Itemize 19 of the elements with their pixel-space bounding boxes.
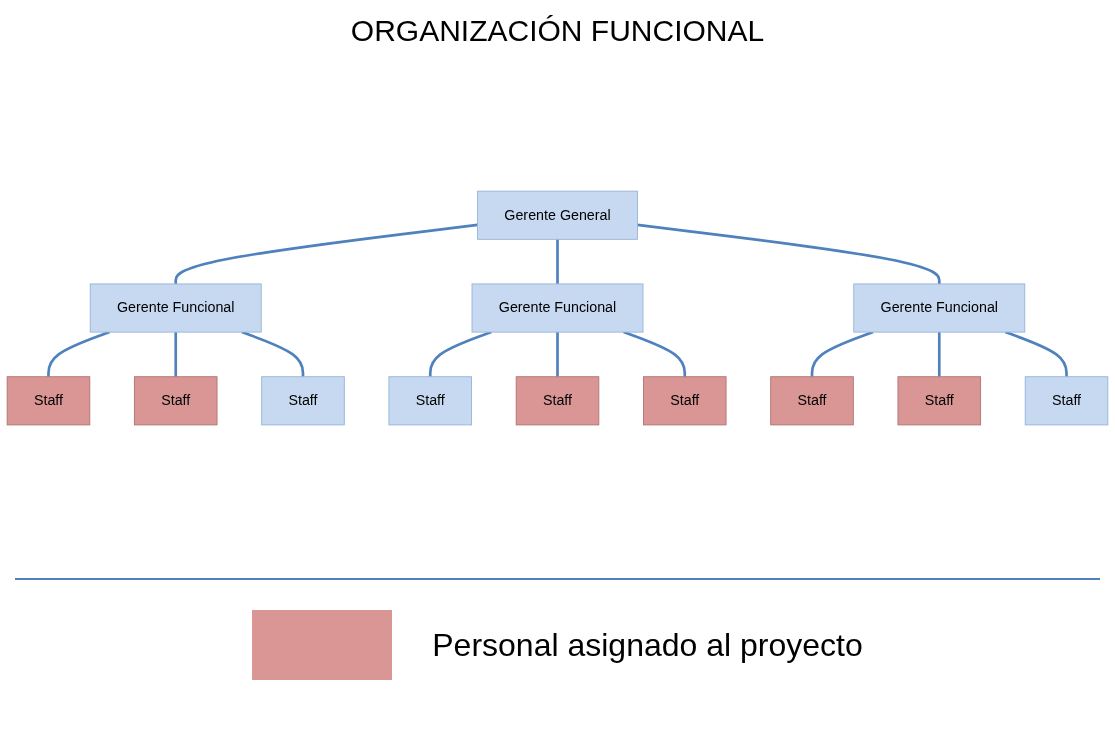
- node-box: Staff: [515, 376, 600, 426]
- connector: [556, 239, 559, 284]
- node-box: Staff: [388, 376, 472, 426]
- node-box: Staff: [261, 376, 345, 426]
- diagram-title: ORGANIZACIÓN FUNCIONAL: [349, 14, 766, 48]
- legend-label: Personal asignado al proyecto: [432, 626, 863, 664]
- connector: [556, 332, 559, 377]
- node-box: Staff: [897, 376, 982, 426]
- node-box: Staff: [770, 376, 854, 426]
- node-box: Gerente General: [477, 190, 638, 240]
- node-box: Gerente Funcional: [471, 283, 644, 333]
- node-box: Gerente Funcional: [89, 283, 262, 333]
- node-box: Staff: [6, 376, 91, 426]
- node-box: Staff: [643, 376, 727, 426]
- node-box: Staff: [1024, 376, 1109, 426]
- node-box: Staff: [133, 376, 218, 426]
- connector: [937, 332, 941, 377]
- node-box: Gerente Funcional: [853, 283, 1026, 333]
- connector: [174, 332, 178, 377]
